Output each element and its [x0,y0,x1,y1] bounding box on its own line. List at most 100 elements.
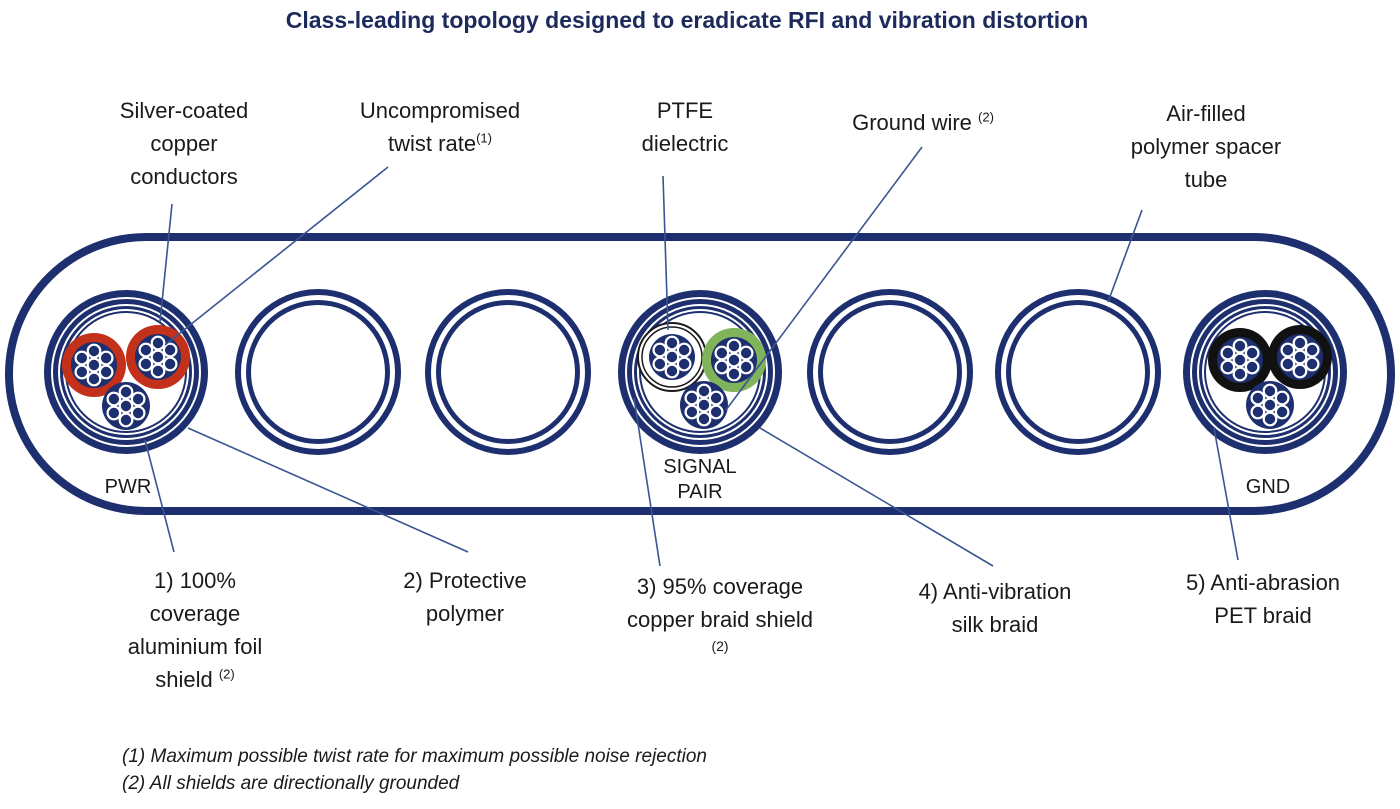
strand [726,366,742,382]
strand [726,352,742,368]
strand [726,338,742,354]
strand [138,356,154,372]
strand [1304,342,1320,358]
strand [150,335,166,351]
strand [1292,335,1308,351]
strand [664,363,680,379]
strand [684,404,700,420]
leader-ptfe [662,175,669,331]
footnote-ref-1: (1) [476,130,492,146]
strand [1250,404,1266,420]
strand [708,390,724,406]
strand [150,363,166,379]
leader-silk [759,427,994,567]
signal-pair-channel [618,290,782,454]
strand [1232,338,1248,354]
strand [1274,404,1290,420]
strand [1304,356,1320,372]
leader-polymer [187,427,469,553]
spacer-tube-4 [995,289,1161,455]
strand [738,359,754,375]
strand [1292,349,1308,365]
footnote-1: (1) Maximum possible twist rate for maxi… [122,746,707,767]
strand [1280,342,1296,358]
strand [1292,363,1308,379]
strand [118,412,134,428]
strand [74,350,90,366]
leader-copper-braid [633,397,661,567]
label-ptfe-dielectric: PTFE dielectric [641,98,729,156]
strand [138,342,154,358]
spacer-tube-1 [235,289,401,455]
strand [684,390,700,406]
strand [1232,366,1248,382]
tag-pwr: PWR [104,476,152,498]
strand [696,411,712,427]
strand [1274,390,1290,406]
strand [118,384,134,400]
label-silver-coated-conductors: Silver-coated copper conductors [119,98,249,189]
tag-signal-pair: SIGNAL PAIR [663,456,737,503]
strand [664,335,680,351]
strand [106,405,122,421]
strand [150,349,166,365]
tag-gnd: GND [1245,476,1291,498]
strand [162,356,178,372]
gnd-channel [1183,290,1347,454]
footnote-2: (2) All shields are directionally ground… [122,773,460,794]
strand [1232,352,1248,368]
strand [1244,345,1260,361]
strand [1220,359,1236,375]
leader-air [1107,209,1143,303]
strand [98,364,114,380]
strand [1262,411,1278,427]
strand [86,357,102,373]
footnote-ref-2: (2) [978,109,994,125]
spacer-tube-2 [425,289,591,455]
strand [1262,397,1278,413]
strand [664,349,680,365]
label-foil-shield: 1) 100% coverage aluminium foil shield (… [127,568,263,692]
spacer-tube-3 [807,289,973,455]
label-pet-braid: 5) Anti-abrasion PET braid [1185,570,1341,628]
strand [1220,345,1236,361]
diagram-title: Class-leading topology designed to eradi… [285,7,1089,33]
strand [652,342,668,358]
strand [1280,356,1296,372]
leader-twist [164,166,389,346]
strand [162,342,178,358]
strand [98,350,114,366]
strand [676,342,692,358]
strand [86,343,102,359]
strand [738,345,754,361]
label-silk-braid: 4) Anti-vibration silk braid [918,579,1072,637]
strand [130,391,146,407]
strand [652,356,668,372]
strand [676,356,692,372]
label-protective-polymer: 2) Protective polymer [403,568,527,626]
strand [1250,390,1266,406]
strand [86,371,102,387]
strand [708,404,724,420]
leader-pet [1213,427,1239,561]
strand [714,359,730,375]
label-twist-rate: Uncompromised twist rate(1) [359,98,521,156]
leader-silver [159,203,173,323]
strand [74,364,90,380]
leader-ground [725,146,923,411]
strand [130,405,146,421]
strand [696,397,712,413]
strand [1262,383,1278,399]
conductor-strands [74,335,1320,428]
leader-foil [144,439,175,553]
strand [118,398,134,414]
strand [714,345,730,361]
strand [106,391,122,407]
label-air-filled-spacer: Air-filled polymer spacer tube [1130,101,1282,192]
strand [1244,359,1260,375]
leader-lines [144,146,1239,567]
strand [696,383,712,399]
label-ground-wire: Ground wire (2) [852,109,994,135]
label-copper-braid-shield: 3) 95% coverage copper braid shield (2) [627,574,813,654]
